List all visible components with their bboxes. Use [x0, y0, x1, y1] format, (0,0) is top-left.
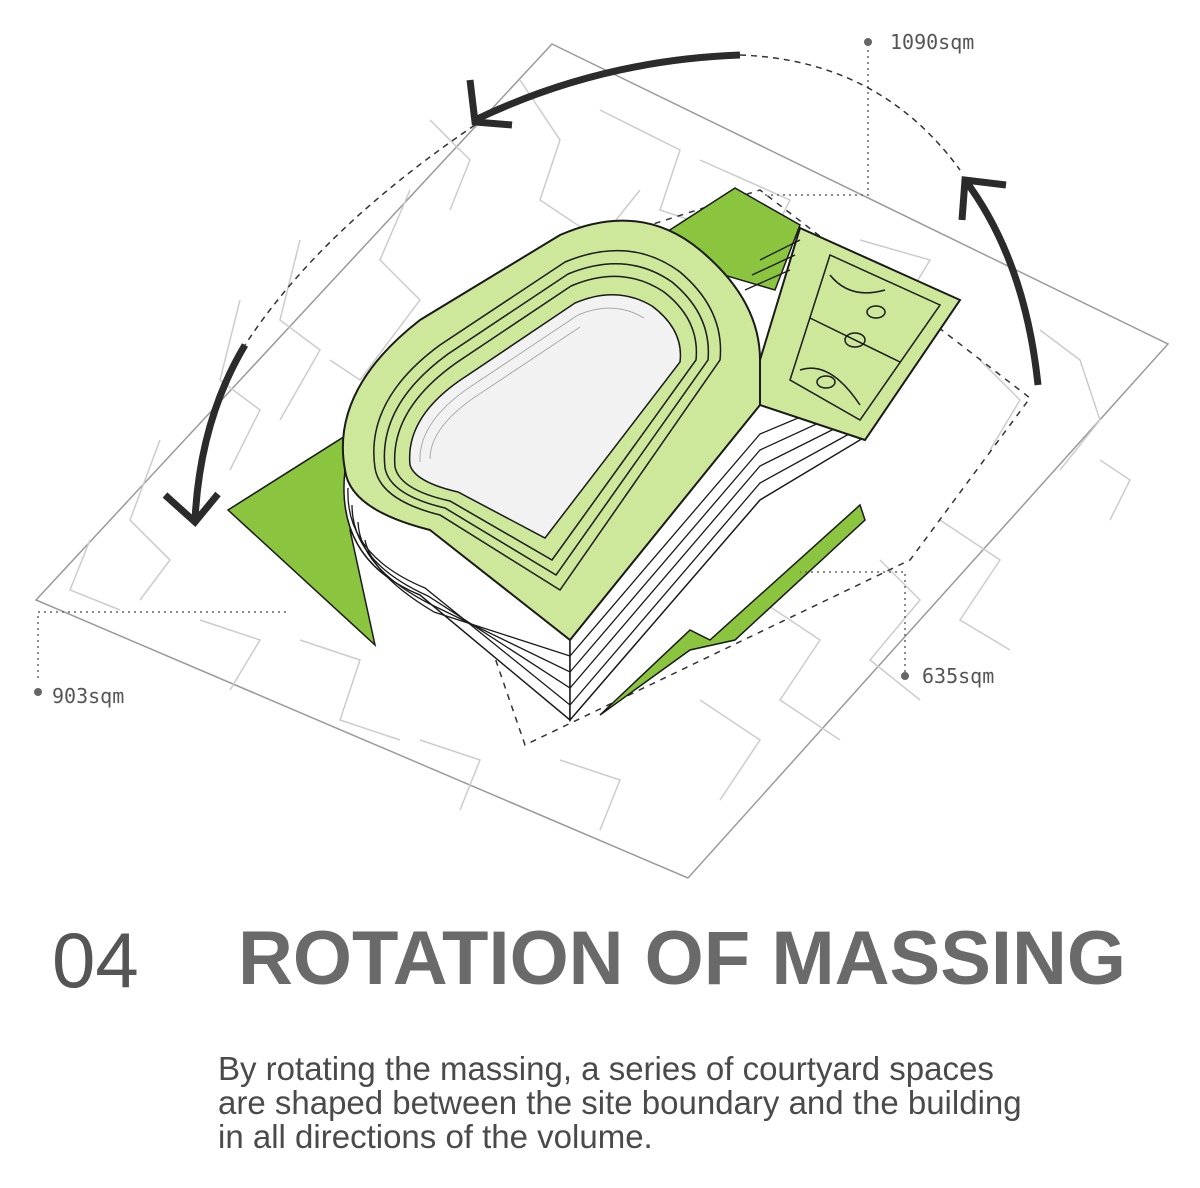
link-lane-lines [744, 239, 801, 291]
arrow-right-up [962, 177, 1042, 386]
leader-dot-left [34, 688, 42, 696]
area-label-left: 903sqm [52, 684, 125, 708]
site-boundary [399, 189, 1032, 747]
caption: By rotating the massing, a series of cou… [218, 1052, 1158, 1154]
rotation-arrows [191, 51, 1042, 521]
track-lanes [373, 249, 722, 592]
arrow-top-left [473, 51, 741, 124]
arrowhead-top-left [466, 79, 513, 129]
step-title: ROTATION OF MASSING [238, 916, 1127, 1001]
arrowhead-right-up [958, 176, 1007, 221]
area-label-right: 635sqm [922, 664, 995, 688]
infield-stands [419, 307, 645, 463]
basketball-court-lines [789, 253, 942, 421]
leader-dot-right [901, 672, 909, 680]
caption-line-3: in all directions of the volume. [218, 1118, 653, 1155]
track-infield [408, 294, 682, 539]
arrow-heads [162, 79, 1007, 528]
step-number: 04 [52, 916, 139, 1004]
caption-line-2: are shaped between the site boundary and… [218, 1084, 1022, 1121]
area-label-top: 1090sqm [890, 30, 975, 54]
leader-lines [37, 44, 906, 678]
arrow-left-down [191, 343, 249, 521]
floor-lines [347, 391, 861, 706]
arrowhead-left-down [162, 491, 221, 528]
dashed-rotation-path [244, 54, 961, 346]
leader-dot-top [864, 38, 872, 46]
caption-line-1: By rotating the massing, a series of cou… [218, 1050, 994, 1087]
massing-diagram [34, 38, 1170, 879]
courtyard-right [599, 503, 866, 716]
